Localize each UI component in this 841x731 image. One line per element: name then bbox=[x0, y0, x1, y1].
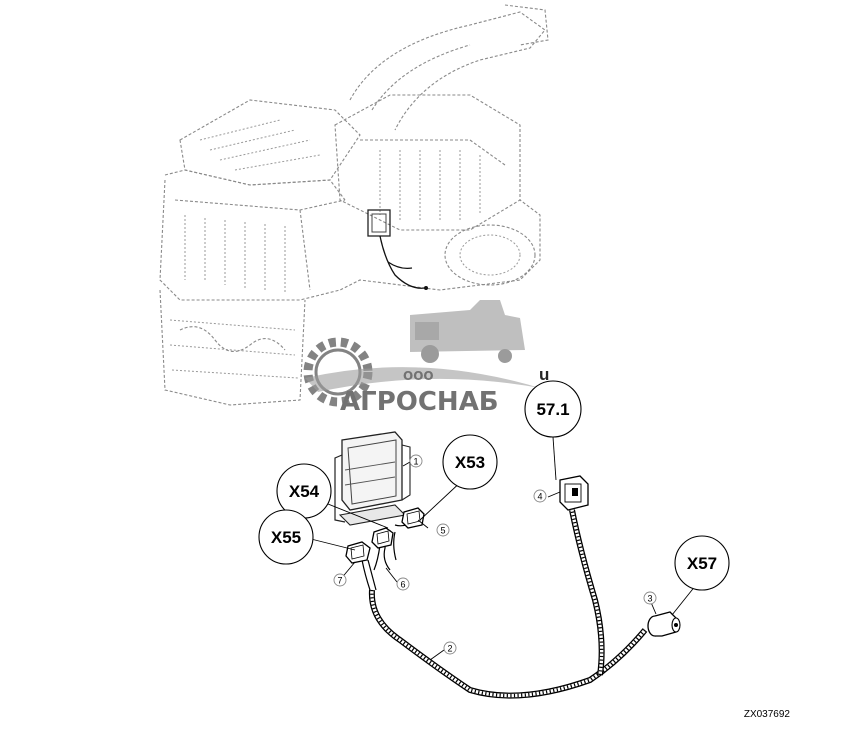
connector-57-1-plug bbox=[559, 475, 589, 511]
control-unit bbox=[334, 431, 411, 526]
label-57-1: 57.1 bbox=[524, 380, 582, 438]
watermark: ООО АГРОСНАБ u bbox=[303, 300, 549, 417]
watermark-partial-text: u bbox=[539, 365, 549, 384]
connector-x54-plug bbox=[371, 527, 394, 549]
label-x55-text: X55 bbox=[271, 528, 301, 547]
watermark-small-text: ООО bbox=[403, 369, 434, 383]
callout-3-text: 3 bbox=[647, 594, 652, 604]
callout-4: 4 bbox=[533, 489, 547, 503]
main-harness bbox=[368, 509, 648, 699]
combine-icon bbox=[410, 300, 525, 363]
callout-1: 1 bbox=[409, 454, 423, 468]
callout-4-text: 4 bbox=[537, 492, 542, 502]
callout-7: 7 bbox=[333, 573, 347, 587]
watermark-brand-text: АГРОСНАБ bbox=[340, 387, 499, 417]
callout-7-text: 7 bbox=[337, 576, 342, 586]
callout-5-text: 5 bbox=[440, 526, 445, 536]
harness-branches bbox=[361, 519, 416, 591]
label-x54-text: X54 bbox=[289, 482, 320, 501]
connector-x57-plug bbox=[647, 611, 681, 637]
connector-x53-plug bbox=[401, 507, 425, 529]
harvester-illustration bbox=[159, 4, 549, 406]
callout-6-text: 6 bbox=[400, 580, 405, 590]
callout-3: 3 bbox=[643, 591, 657, 605]
callout-2: 2 bbox=[443, 641, 457, 655]
callout-5: 5 bbox=[436, 523, 450, 537]
label-x53: X53 bbox=[442, 434, 498, 490]
label-x57: X57 bbox=[674, 535, 730, 591]
figure-number: ZX037692 bbox=[744, 709, 791, 720]
callout-1-text: 1 bbox=[413, 457, 418, 467]
label-x54: X54 bbox=[276, 463, 332, 519]
label-x55: X55 bbox=[258, 509, 314, 565]
label-x53-text: X53 bbox=[455, 453, 485, 472]
label-57-1-text: 57.1 bbox=[536, 400, 569, 419]
callout-2-text: 2 bbox=[447, 644, 452, 654]
connector-x55-plug bbox=[345, 541, 371, 564]
label-x57-text: X57 bbox=[687, 554, 717, 573]
callout-6: 6 bbox=[396, 577, 410, 591]
